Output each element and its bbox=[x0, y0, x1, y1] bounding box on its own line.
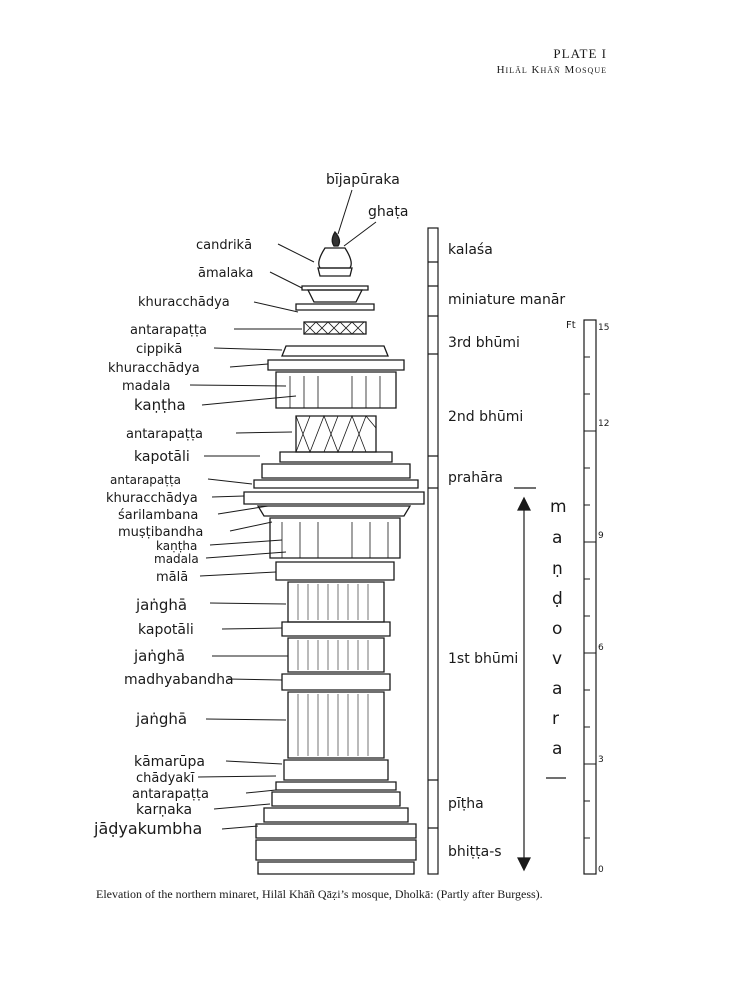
label-kapotali-2: kapotāli bbox=[138, 622, 194, 638]
letter-m: m bbox=[550, 497, 567, 517]
label-khuracchadya-1: khuracchādya bbox=[138, 295, 230, 310]
vertical-word-mandovara: m a ṇ ḍ o v a r a bbox=[550, 497, 567, 759]
label-mala: mālā bbox=[156, 570, 188, 585]
scale-tick-3: 3 bbox=[598, 755, 604, 765]
letter-a-1: a bbox=[552, 528, 562, 548]
zone-bhittas: bhiṭṭa-s bbox=[448, 844, 502, 860]
label-madhyabandha: madhyabandha bbox=[124, 672, 234, 688]
label-khuracchadya-2: khuracchādya bbox=[108, 361, 200, 376]
label-karnaka: karṇaka bbox=[136, 802, 192, 818]
letter-o: o bbox=[552, 619, 562, 639]
label-jadyakumbha: jāḍyakumbha bbox=[93, 819, 202, 838]
label-kantha-2: kaṇṭha bbox=[156, 539, 197, 553]
mandovara-arrow bbox=[514, 487, 566, 872]
scale-unit: Ft bbox=[566, 320, 576, 331]
label-amalaka: āmalaka bbox=[198, 266, 253, 281]
label-kantha-1: kaṇṭha bbox=[134, 396, 186, 414]
zone-labels: kalaśa miniature manār 3rd bhūmi 2nd bhū… bbox=[448, 242, 565, 860]
letter-a-3: a bbox=[552, 739, 562, 759]
label-jangha-2: jaṅghā bbox=[133, 647, 185, 665]
scale-tick-9: 9 bbox=[598, 531, 604, 541]
zone-1st-bhumi: 1st bhūmi bbox=[448, 651, 518, 667]
label-cippika: cippikā bbox=[136, 342, 182, 357]
label-bijapuraka: bījapūraka bbox=[326, 172, 400, 188]
label-candrika: candrikā bbox=[196, 238, 252, 253]
label-antarapatta-1: antarapaṭṭa bbox=[130, 323, 207, 338]
figure-caption: Elevation of the northern minaret, Hilāl… bbox=[96, 887, 543, 901]
scale-tick-0: 0 bbox=[598, 865, 604, 875]
letter-n: ṇ bbox=[552, 559, 563, 579]
minaret-drawing bbox=[243, 230, 425, 875]
letter-r: r bbox=[552, 709, 559, 729]
plate-number: PLATE I bbox=[553, 46, 607, 61]
label-antarapatta-3: antarapaṭṭa bbox=[110, 473, 181, 487]
scale-tick-15: 15 bbox=[598, 323, 609, 333]
label-chadyaki: chādyakī bbox=[136, 771, 195, 786]
zone-prahara: prahāra bbox=[448, 470, 503, 486]
label-jangha-1: jaṅghā bbox=[135, 596, 187, 614]
scale-bar: Ft 15 12 9 6 3 0 bbox=[566, 319, 609, 875]
label-madala-1: madala bbox=[122, 379, 170, 394]
label-kamarupa: kāmarūpa bbox=[134, 754, 205, 770]
zone-miniature-manar: miniature manār bbox=[448, 292, 565, 308]
zone-pitha: pīṭha bbox=[448, 796, 484, 812]
label-sarilambana: śarilambana bbox=[118, 508, 198, 523]
zone-3rd-bhumi: 3rd bhūmi bbox=[448, 335, 520, 351]
label-ghata: ghaṭa bbox=[368, 204, 408, 220]
letter-d: ḍ bbox=[552, 589, 563, 609]
label-antarapatta-4: antarapaṭṭa bbox=[132, 787, 209, 802]
plate-subtitle: Hilāl Khāñ Mosque bbox=[496, 64, 607, 76]
zone-2nd-bhumi: 2nd bhūmi bbox=[448, 409, 523, 425]
label-khuracchadya-3: khuracchādya bbox=[106, 491, 198, 506]
letter-a-2: a bbox=[552, 679, 562, 699]
scale-tick-6: 6 bbox=[598, 643, 604, 653]
zone-bar bbox=[427, 227, 439, 875]
leader-lines bbox=[189, 189, 377, 830]
letter-v: v bbox=[552, 649, 562, 669]
label-mustibandha: muṣṭibandha bbox=[118, 525, 203, 540]
label-antarapatta-2: antarapaṭṭa bbox=[126, 427, 203, 442]
scale-tick-12: 12 bbox=[598, 419, 609, 429]
label-kapotali-1: kapotāli bbox=[134, 449, 190, 465]
label-jangha-3: jaṅghā bbox=[135, 710, 187, 728]
left-labels: bījapūraka ghaṭa candrikā āmalaka khurac… bbox=[93, 172, 408, 838]
label-madala-2: madala bbox=[154, 552, 199, 566]
zone-kalasa: kalaśa bbox=[448, 242, 493, 258]
